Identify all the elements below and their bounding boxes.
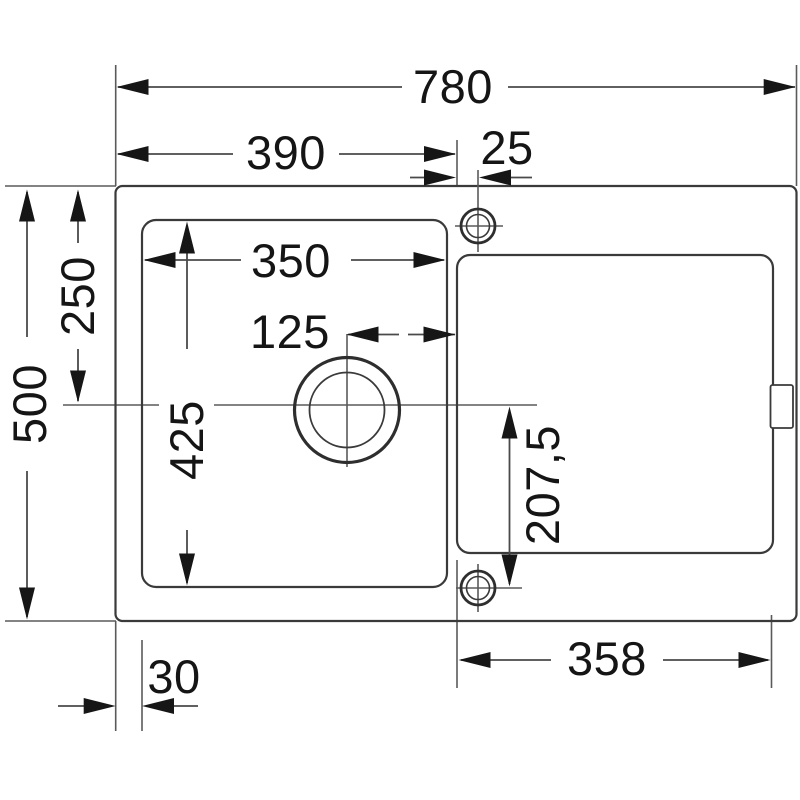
arrowhead — [423, 326, 456, 343]
dim-358-label: 358 — [567, 632, 647, 685]
arrowhead — [413, 252, 446, 268]
tap-hole-top — [455, 170, 503, 252]
dim-350-label: 350 — [251, 234, 331, 287]
arrowhead — [458, 652, 491, 668]
dim-25-label: 25 — [480, 121, 533, 174]
arrowhead — [346, 326, 379, 343]
tap-hole-top-outer-circle — [459, 207, 497, 245]
dim-tap-offset: 25 — [410, 121, 533, 186]
dim-tap-from-center: 207,5 — [501, 406, 569, 587]
dim-center-from-top: 250 — [51, 189, 104, 403]
tap-hole-bottom-inner-circle — [465, 575, 491, 601]
arrowhead — [479, 169, 511, 186]
dim-bowl-width: 350 — [143, 234, 446, 287]
dim-390-label: 390 — [246, 126, 326, 179]
dim-500-label: 500 — [3, 364, 56, 444]
sink-outer-edge — [114, 184, 798, 623]
dim-125-label: 125 — [250, 305, 330, 358]
arrowhead — [19, 587, 35, 620]
drainer-outline — [455, 253, 775, 555]
dim-207-5-label: 207,5 — [516, 425, 569, 545]
dim-425-label: 425 — [160, 400, 213, 480]
drain-inner-circle — [308, 371, 386, 449]
dim-rim-to-bowl: 30 — [58, 650, 200, 714]
arrowhead — [501, 554, 518, 587]
arrowhead — [116, 146, 149, 162]
drain-hole — [292, 355, 402, 465]
dim-overall-depth: 500 — [3, 189, 56, 620]
tap-hole-bottom-outer-circle — [459, 569, 497, 607]
dim-overall-width: 780 — [116, 60, 796, 113]
arrowhead — [142, 698, 174, 714]
arrowhead — [179, 553, 195, 586]
arrowhead — [424, 169, 456, 186]
arrowhead — [19, 189, 35, 222]
arrowhead — [116, 79, 149, 95]
arrowhead — [143, 252, 176, 268]
bowl-outline — [140, 218, 449, 589]
drain-outer-circle — [292, 355, 402, 465]
tap-hole-top-inner-circle — [465, 213, 491, 239]
arrowhead — [501, 406, 518, 439]
tap-hole-bottom — [456, 564, 522, 612]
arrowhead — [424, 146, 456, 162]
arrowhead — [70, 370, 86, 403]
arrowhead — [763, 79, 796, 95]
extension-lines — [5, 65, 798, 731]
dim-center-from-left: 390 — [116, 126, 456, 179]
dim-drain-offset: 125 — [250, 305, 456, 358]
dim-30-label: 30 — [147, 650, 200, 703]
dim-drainer-length: 358 — [458, 632, 771, 685]
dim-780-label: 780 — [413, 60, 493, 113]
arrowhead — [70, 189, 86, 222]
dim-250-label: 250 — [51, 256, 104, 336]
drainer-edge-tab — [769, 384, 794, 429]
arrowhead — [179, 221, 195, 254]
arrowhead — [83, 698, 116, 714]
arrowhead — [738, 652, 771, 668]
dim-bowl-depth: 425 — [160, 221, 213, 586]
